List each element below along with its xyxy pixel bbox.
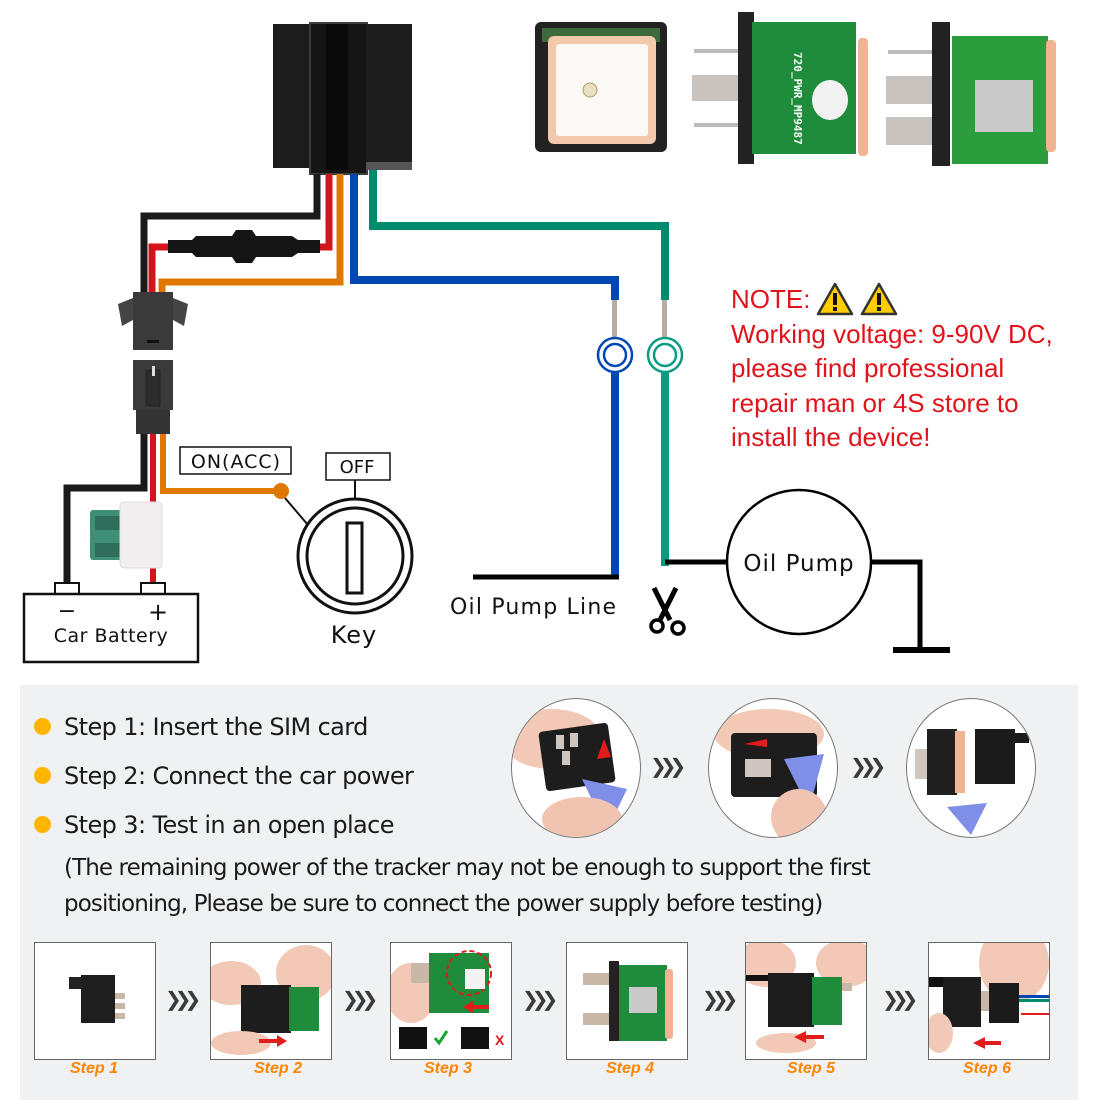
battery-minus-label: −: [58, 599, 76, 624]
battery-label: Car Battery: [54, 625, 169, 647]
ring-terminal-blue: [596, 300, 634, 374]
next-arrow-icon: ❯❯❯: [165, 987, 201, 1011]
pcb-silkscreen-label: 720_PWR_MP9487: [791, 52, 804, 145]
note-line: Working voltage: 9-90V DC,: [731, 318, 1053, 349]
wire-relay-green: [369, 170, 669, 300]
setup-step-text: Step 3: Test in an open place: [64, 810, 395, 839]
svg-text:X: X: [495, 1032, 505, 1048]
install-step-1-photo: [34, 942, 156, 1060]
install-step-label: Step 1: [69, 1060, 118, 1077]
next-arrow-icon: ❯❯❯: [522, 987, 558, 1011]
next-arrow-icon: ❯❯❯: [850, 754, 886, 778]
scissors-icon: [649, 586, 686, 636]
install-step-label: Step 2: [253, 1060, 302, 1077]
wire-ground-to-battery: [63, 434, 148, 586]
warning-icon: [861, 283, 898, 316]
pcb-side-photo: 720_PWR_MP9487: [692, 12, 868, 164]
install-step-3-photo: X: [390, 942, 512, 1060]
note-line: repair man or 4S store to: [731, 387, 1019, 418]
power-remark: (The remaining power of the tracker may …: [64, 850, 1064, 922]
remark-line: (The remaining power of the tracker may …: [64, 855, 871, 881]
wire-relay-blue: [350, 174, 619, 300]
install-step-4-photo: [566, 942, 688, 1060]
pcb-sim-slot-photo: [886, 22, 1056, 166]
ring-terminal-green: [646, 300, 684, 374]
install-step-5-photo: [745, 942, 867, 1060]
connector-plug-top: [118, 292, 188, 350]
bullet-icon: [34, 718, 51, 735]
wire-acc-orange: [158, 174, 344, 292]
oil-pump-line-label: Oil Pump Line: [450, 595, 617, 620]
install-step-label: Step 3: [423, 1060, 472, 1077]
inline-fuse-holder: [168, 230, 320, 263]
install-step-label: Step 5: [786, 1060, 835, 1077]
wiring-diagram: − + Car Battery ON(ACC) OFF Key Oil Pump…: [22, 12, 1056, 664]
note-line: install the device!: [731, 422, 931, 452]
open-case-photo-1: [511, 698, 641, 838]
acc-label: ON(ACC): [191, 451, 281, 473]
setup-step-text: Step 2: Connect the car power: [64, 761, 414, 790]
blade-fuse: [90, 501, 163, 569]
setup-step: Step 2: Connect the car power: [34, 751, 414, 800]
car-battery: − + Car Battery: [22, 582, 200, 664]
install-step-6-photo: [928, 942, 1050, 1060]
open-case-photo-2: [708, 698, 838, 838]
setup-step-text: Step 1: Insert the SIM card: [64, 712, 368, 741]
gps-antenna-module-photo: [535, 22, 667, 152]
relay-tracker-device: [273, 22, 412, 175]
note-title: NOTE:: [731, 284, 811, 314]
connector-plug-bottom: [133, 360, 173, 434]
acc-junction-dot: [273, 483, 289, 499]
setup-step: Step 1: Insert the SIM card: [34, 702, 413, 751]
next-arrow-icon: ❯❯❯: [882, 987, 918, 1011]
install-step-2-photo: [210, 942, 332, 1060]
note-line: please find professional: [731, 353, 1005, 383]
opened-case-photo: [906, 698, 1036, 838]
wire-acc-to-key: [160, 434, 281, 494]
oil-pump-label: Oil Pump: [743, 551, 854, 577]
install-step-label: Step 4: [605, 1060, 654, 1077]
setup-step: Step 3: Test in an open place: [34, 800, 413, 849]
bullet-icon: [34, 816, 51, 833]
next-arrow-icon: ❯❯❯: [650, 754, 686, 778]
warning-note: NOTE: Working voltage: 9-90V DC, please …: [731, 282, 1091, 455]
next-arrow-icon: ❯❯❯: [342, 987, 378, 1011]
key-label: Key: [331, 621, 378, 649]
warning-icon: [817, 283, 854, 316]
ignition-key-switch: OFF Key: [284, 452, 414, 649]
next-arrow-icon: ❯❯❯: [702, 987, 738, 1011]
install-step-label: Step 6: [962, 1060, 1011, 1077]
remark-line: positioning, Please be sure to connect t…: [64, 891, 823, 917]
bullet-icon: [34, 767, 51, 784]
battery-plus-label: +: [148, 598, 168, 626]
setup-steps-list: Step 1: Insert the SIM card Step 2: Conn…: [34, 702, 414, 849]
qc-pass-sticker: [812, 80, 848, 120]
wire-ground-black: [140, 174, 321, 292]
key-off-label: OFF: [340, 457, 375, 478]
